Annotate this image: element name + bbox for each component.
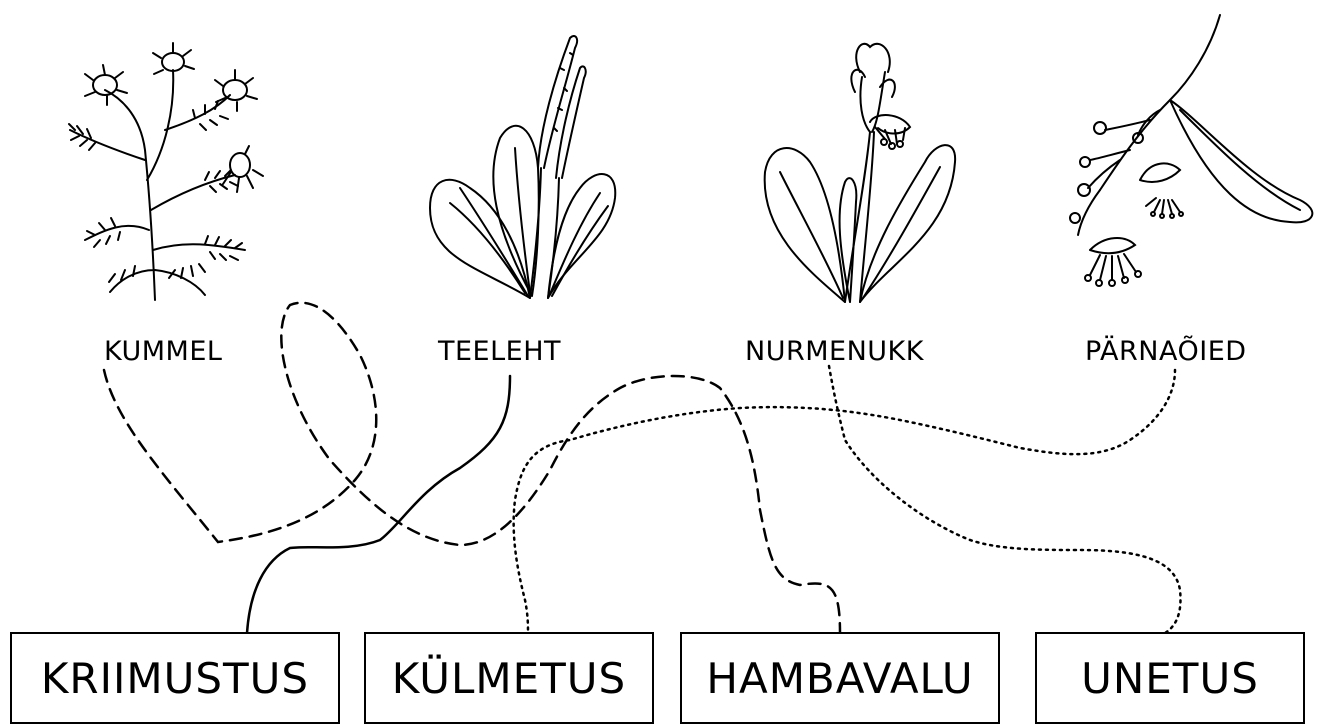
plant-label-linden: PÄRNAÕIED xyxy=(1085,336,1247,367)
ailment-box-cold[interactable]: KÜLMETUS xyxy=(364,632,654,724)
cowslip-drawing xyxy=(750,32,965,314)
ailment-label-cold: KÜLMETUS xyxy=(392,654,626,703)
plant-label-chamomile: KUMMEL xyxy=(104,336,222,367)
connector-linden-cold xyxy=(514,370,1175,633)
ailment-label-scratch: KRIIMUSTUS xyxy=(41,654,309,703)
ailment-label-toothache: HAMBAVALU xyxy=(706,654,973,703)
ailment-box-insomnia[interactable]: UNETUS xyxy=(1035,632,1305,724)
connector-cowslip-insomnia xyxy=(829,366,1180,633)
plantain-drawing xyxy=(420,28,620,313)
linden-drawing xyxy=(1060,10,1324,300)
chamomile-drawing xyxy=(55,30,285,305)
ailment-box-toothache[interactable]: HAMBAVALU xyxy=(680,632,1000,724)
ailment-label-insomnia: UNETUS xyxy=(1081,654,1259,703)
plant-label-plantain: TEELEHT xyxy=(438,336,561,367)
connector-plantain-scratch xyxy=(247,376,510,633)
plant-label-cowslip: NURMENUKK xyxy=(745,336,924,367)
ailment-box-scratch[interactable]: KRIIMUSTUS xyxy=(10,632,340,724)
